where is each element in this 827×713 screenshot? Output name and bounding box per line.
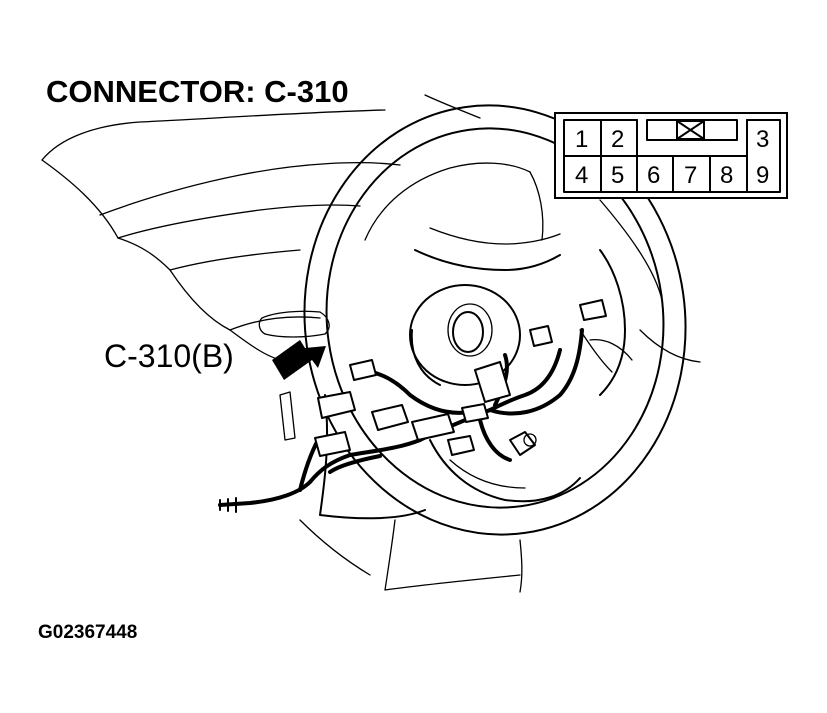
connector-small <box>349 359 377 381</box>
pin-2: 2 <box>611 126 624 153</box>
pin-6: 6 <box>647 162 660 189</box>
connector-face-view: 1 2 3 4 5 6 7 8 9 <box>554 112 788 199</box>
connector-c310b <box>317 391 356 419</box>
harness-connectors <box>279 299 607 457</box>
callout-arrow <box>272 340 326 380</box>
pin-8: 8 <box>720 162 733 189</box>
pin-7: 7 <box>684 162 697 189</box>
connector-callout-label: C-310(B) <box>104 338 234 374</box>
pin-4: 4 <box>575 162 588 189</box>
keyway-blocked-icon <box>676 120 705 140</box>
dashboard-outline <box>41 94 701 593</box>
pin-3: 3 <box>756 126 769 153</box>
figure-code: G02367448 <box>38 622 137 643</box>
steering-wheel <box>303 104 687 536</box>
diagram-title: CONNECTOR: C-310 <box>46 74 349 109</box>
clock-spring-hub <box>409 284 521 386</box>
pin-1: 1 <box>575 126 588 153</box>
pin-5: 5 <box>611 162 624 189</box>
pin-9: 9 <box>756 162 769 189</box>
